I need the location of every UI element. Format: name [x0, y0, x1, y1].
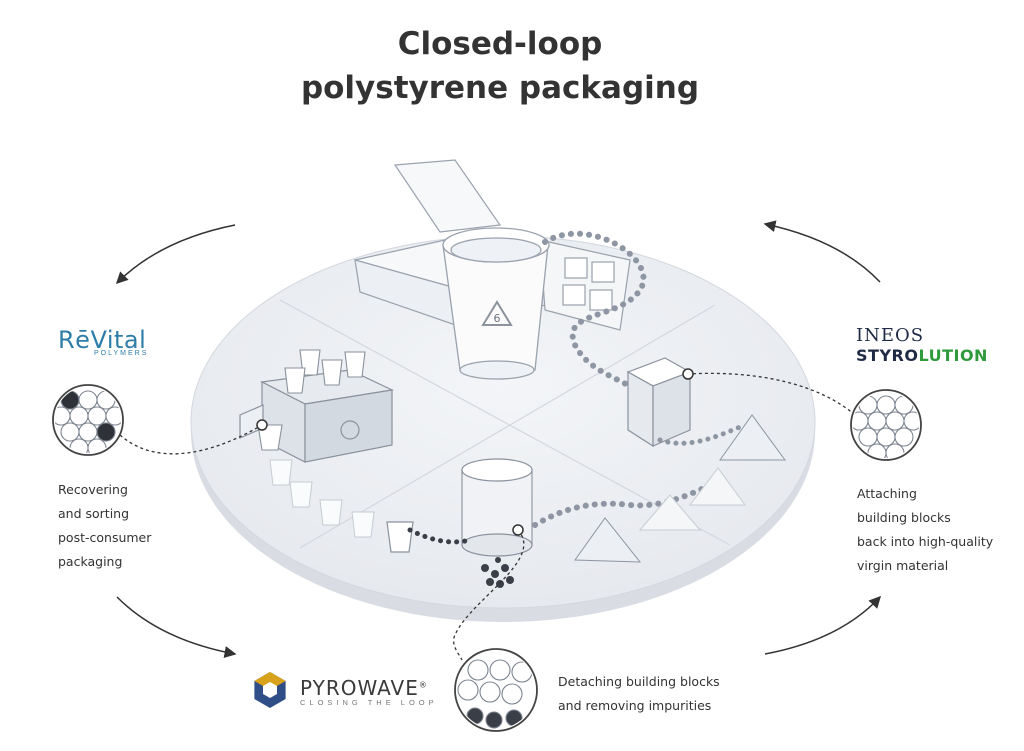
revital-logo-text: RēVital: [58, 326, 147, 354]
title-line-1: Closed-loop: [397, 26, 603, 62]
recycle-code: 6: [494, 312, 501, 325]
magnifier-bottom: [454, 648, 538, 732]
reactor-illustration: [461, 458, 533, 557]
stage-attaching-line: Attaching: [857, 486, 917, 501]
styro-text: STYRO: [856, 346, 919, 365]
bead-pile-front: [574, 517, 642, 563]
bead-pile-middle: [638, 467, 746, 531]
foam-cup-illustration: [442, 227, 550, 380]
pyrowave-logo-icon: [254, 672, 286, 708]
page-title: Closed-loop polystyrene packaging: [0, 22, 1000, 110]
pyrowave-logo: PYROWAVE® CLOSING THE LOOP: [300, 676, 438, 707]
polymerization-box-illustration: [626, 357, 692, 448]
magnifier-left: [52, 384, 124, 456]
stage-recovering-line: Recovering: [58, 482, 128, 497]
bin-cups-illustration: [257, 349, 366, 451]
tray-illustration: [539, 239, 631, 331]
stage-recovering-text: Recovering and sorting post-consumer pac…: [58, 478, 151, 574]
pyrowave-logo-text: PYROWAVE: [300, 676, 419, 700]
bead-pile-back: [719, 414, 786, 461]
cycle-arrow-top-left: [115, 224, 236, 285]
leader-right: [687, 372, 856, 416]
stage-recovering-line: and sorting: [58, 506, 130, 521]
stage-detaching-text: Detaching building blocks and removing i…: [558, 670, 720, 718]
pyrowave-tagline: CLOSING THE LOOP: [300, 698, 438, 707]
stage-detaching-line: Detaching building blocks: [558, 674, 720, 689]
ineos-logo-text: INEOS: [856, 325, 925, 346]
stage-attaching-text: Attaching building blocks back into high…: [857, 482, 993, 578]
stage-recovering-line: packaging: [58, 554, 123, 569]
revital-logo: RēVital POLYMERS: [58, 326, 148, 357]
stage-detaching-line: and removing impurities: [558, 698, 712, 713]
stage-attaching-line: virgin material: [857, 558, 949, 573]
revital-logo-sub: POLYMERS: [94, 350, 149, 357]
bead-chain-reactor-to-pile: [532, 482, 713, 528]
cycle-arrow-bottom-right: [764, 595, 882, 655]
leader-left: [119, 424, 263, 455]
cycle-arrow-top-right: [763, 220, 881, 283]
title-line-2: polystyrene packaging: [300, 70, 700, 106]
leader-bottom: [453, 529, 525, 661]
magnifier-right: [850, 389, 922, 461]
ineos-styrolution-logo: INEOS STYROLUTION: [856, 326, 988, 366]
bead-chain-box-to-pile: [657, 422, 748, 446]
stage-recovering-line: post-consumer: [58, 530, 152, 545]
lution-text: LUTION: [918, 346, 988, 365]
cycle-arrow-bottom-left: [116, 596, 237, 658]
pyrowave-reg-mark: ®: [418, 680, 428, 690]
stage-attaching-line: building blocks: [857, 510, 951, 525]
stage-attaching-line: back into high-quality: [857, 534, 994, 549]
residue-beads: [481, 557, 514, 588]
cup-small-front: [386, 521, 414, 553]
faded-cups-illustration: [269, 459, 375, 538]
bead-chain-cup-to-reactor: [407, 527, 473, 545]
bead-chain-top: [542, 230, 647, 398]
